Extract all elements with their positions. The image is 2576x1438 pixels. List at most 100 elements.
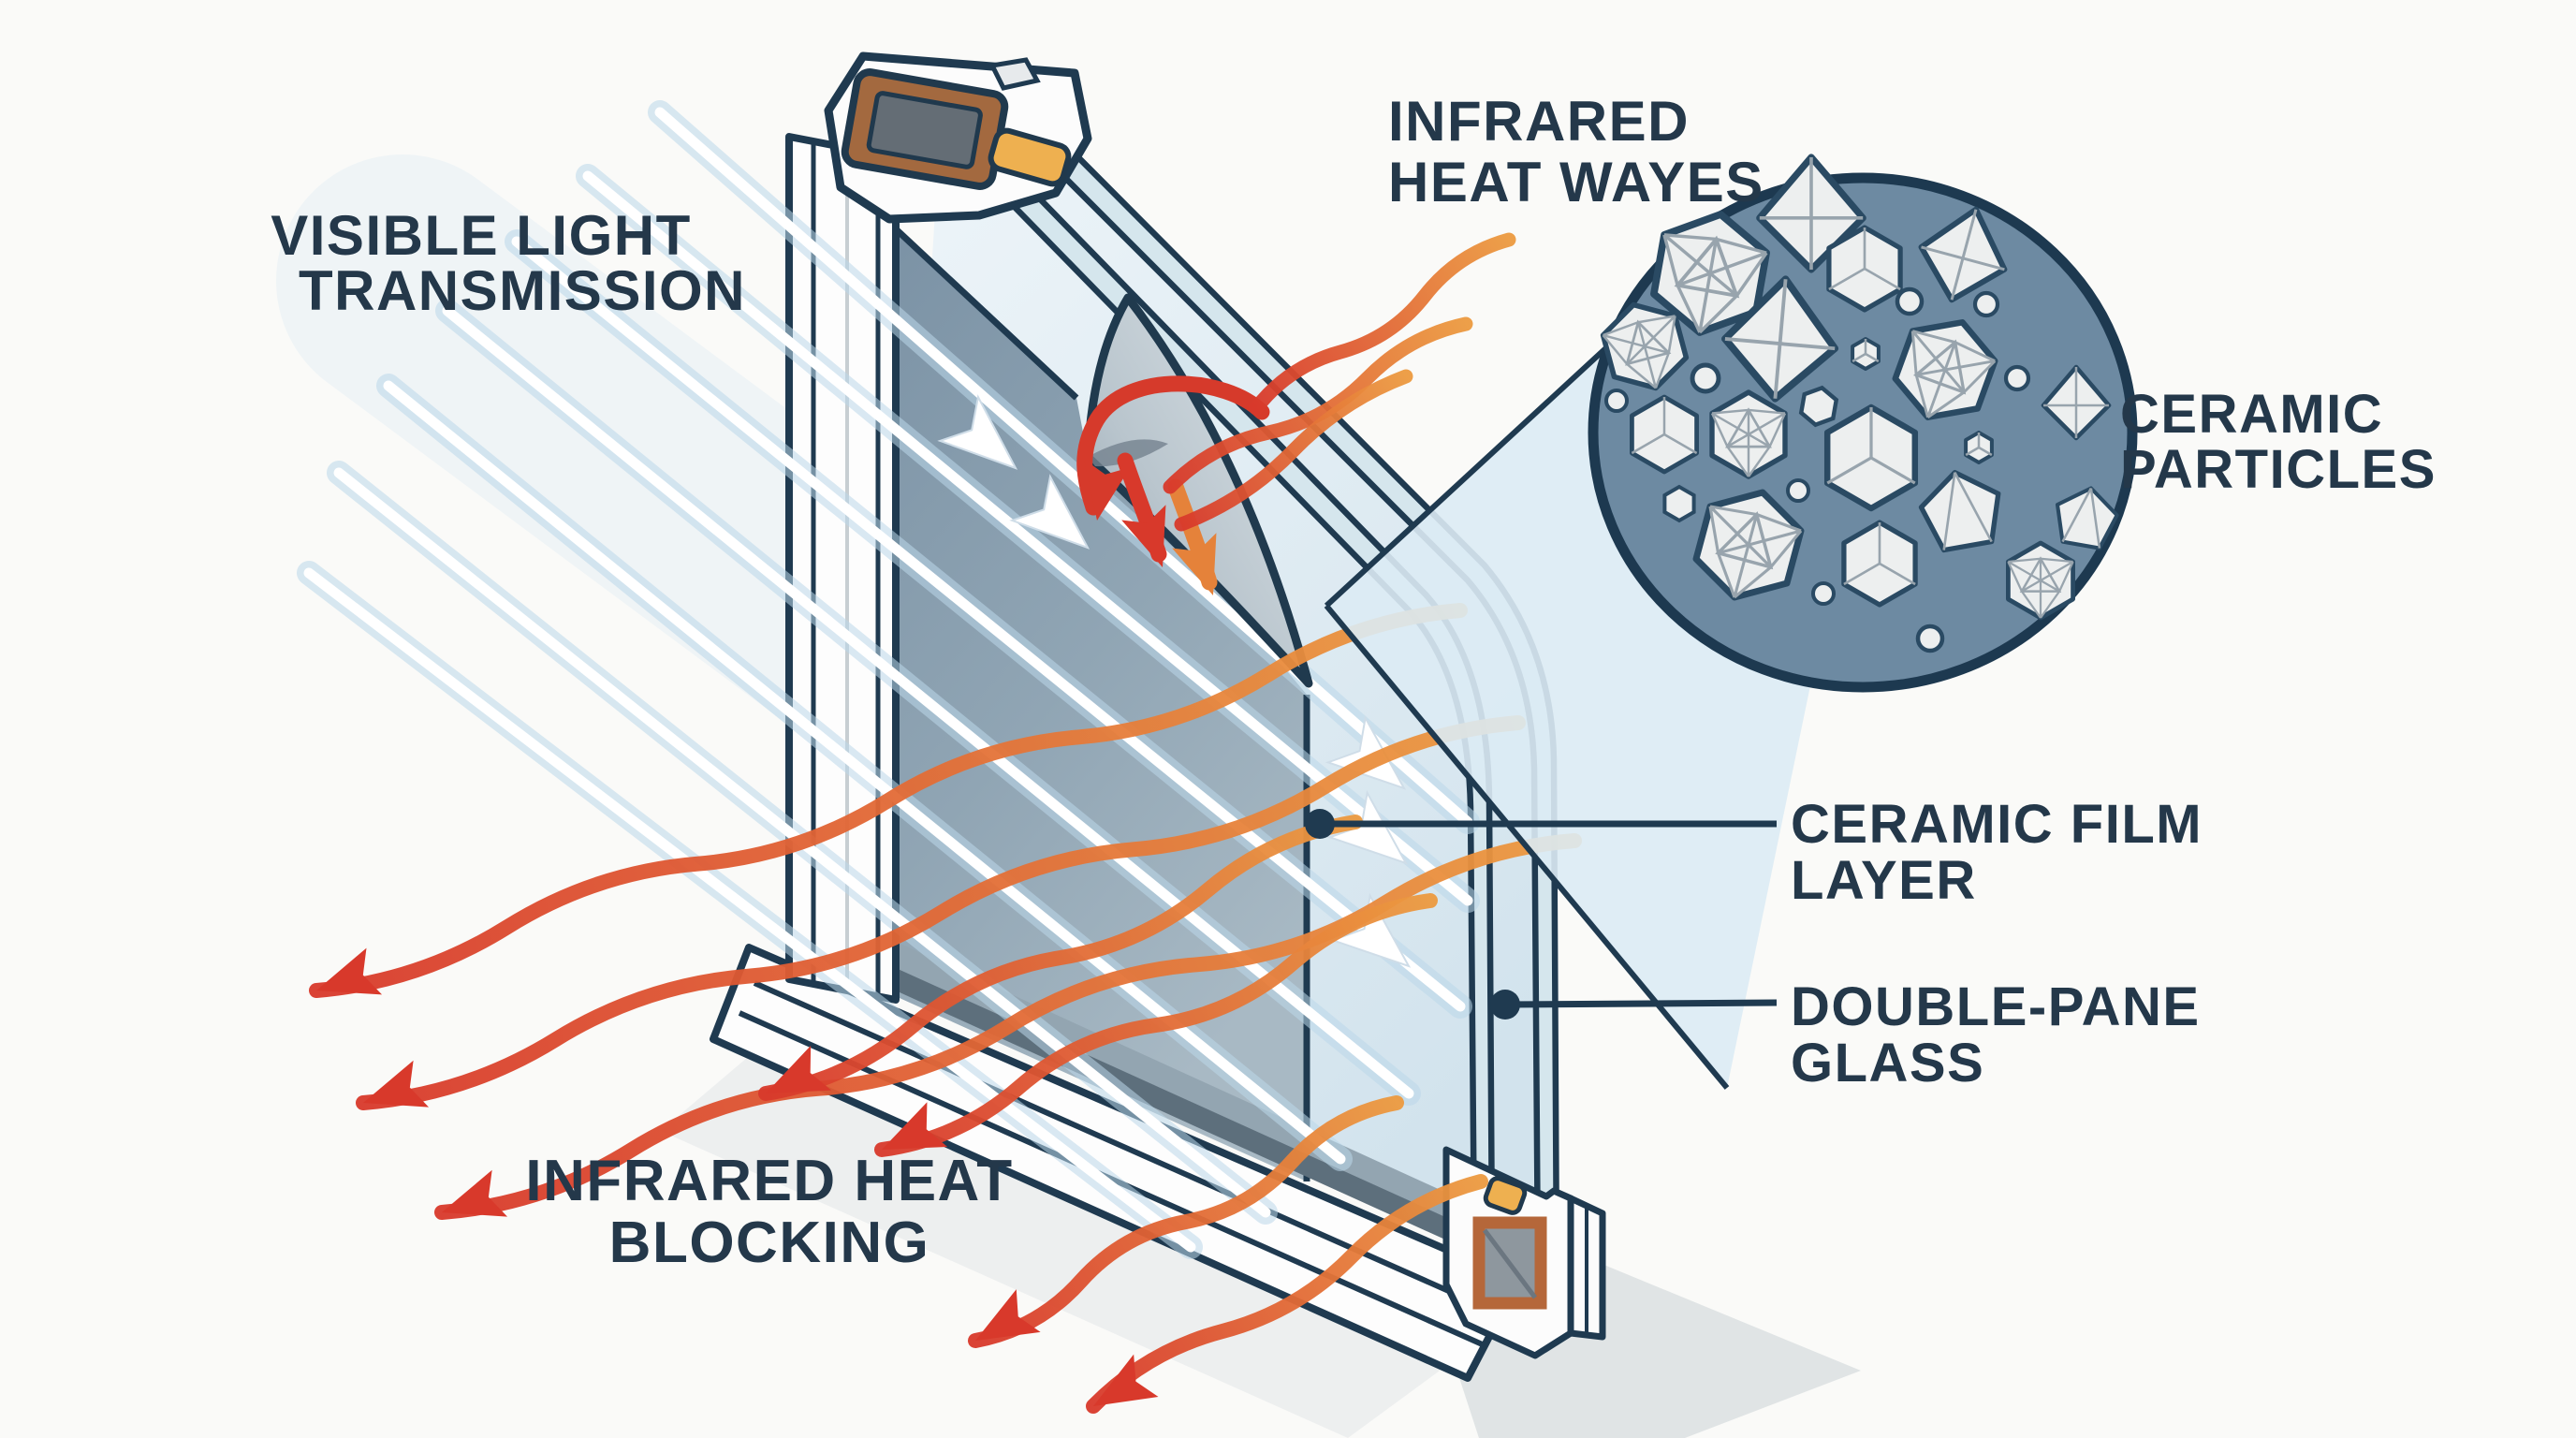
particle-sphere [2003, 364, 2031, 392]
cube-seam [1870, 456, 1916, 485]
header-clip [988, 57, 1041, 91]
particle-pentagon [1918, 470, 2001, 553]
label-infrared-blocking: INFRARED HEAT [525, 1149, 1013, 1213]
cube-seam [1843, 562, 1881, 586]
light-beam [303, 567, 1196, 1253]
peel-curl-shade [1088, 439, 1168, 467]
ceramic-particle [1709, 389, 1788, 479]
icosa-edge [2058, 561, 2074, 593]
incoming-heat-wave [1249, 232, 1516, 416]
blocked-heat-wave [758, 814, 1363, 1101]
icosa-edge [1926, 342, 1957, 418]
window-header-cross-section [824, 51, 1092, 224]
icosa-edge [1769, 529, 1803, 568]
icosa-edge [1711, 408, 1749, 415]
light-beam [511, 236, 1466, 1012]
icosa-edge [1676, 284, 1702, 333]
pent-edge [2089, 488, 2101, 549]
ceramic-particle [2055, 486, 2119, 550]
particle-hex [1662, 484, 1696, 523]
cube-seam [1879, 562, 1916, 586]
icosa-edge [1698, 294, 1738, 334]
ceramic-particle [1823, 404, 1919, 512]
cube-seam [1865, 352, 1880, 363]
callout-line-double-pane-glass [1504, 999, 1778, 1008]
icosa-edge [1711, 412, 1771, 448]
icosa-edge [1663, 233, 1717, 242]
icosa-edge [1748, 408, 1786, 415]
arrowhead [1093, 1354, 1159, 1406]
icosa-edge [1667, 315, 1676, 354]
ceramic-particle-field [1600, 154, 2119, 653]
icosa-edge [2040, 590, 2061, 619]
reflected-ir-arrows [1076, 375, 1270, 595]
arrowhead [1172, 533, 1217, 595]
icosa-edge [1698, 239, 1719, 333]
blocked-heat-wave [874, 893, 1438, 1157]
ceramic-particle [2006, 540, 2075, 621]
arrowhead [1084, 459, 1131, 521]
icosa-edge [1626, 362, 1657, 389]
ceramic-particle [1721, 275, 1839, 403]
ceramic-particle [1662, 484, 1696, 523]
label-infrared-blocking: BLOCKING [609, 1211, 930, 1275]
light-beam [582, 170, 1473, 906]
icosa-edge [2008, 557, 2042, 564]
ceramic-particle [1630, 394, 1699, 475]
magnifier-circle [1588, 154, 2138, 693]
ceramic-particle [1918, 470, 2001, 553]
blocked-heat-wave [309, 603, 1468, 998]
icosa-edge [1715, 237, 1767, 255]
icosa-edge [1735, 252, 1768, 297]
icosa-edge [1733, 565, 1772, 599]
ceramic-particle [2003, 364, 2031, 392]
wedge-line-bottom [1324, 604, 1730, 1090]
blocked-heat-wave [434, 833, 1582, 1220]
arrowhead [766, 1045, 832, 1093]
cube-seam [1826, 456, 1872, 485]
icosa-edge [1654, 352, 1670, 389]
label-ceramic-film: LAYER [1791, 850, 1977, 911]
octa-edge [1724, 337, 1836, 351]
arrowhead [1121, 505, 1166, 567]
pent-edge [2061, 487, 2093, 543]
callout-lines [1305, 809, 1778, 1020]
pent-edge [1942, 472, 1956, 550]
ceramic-particle [2041, 364, 2112, 441]
icosa-edge [1708, 505, 1772, 568]
icosa-edge [1926, 390, 1965, 418]
particle-sphere [1604, 389, 1629, 413]
incoming-heat-waves [1163, 232, 1516, 532]
cube-seam [1852, 352, 1866, 363]
icosa-edge [1637, 315, 1676, 324]
icosa-edge [1717, 552, 1736, 598]
ceramic-particle [1786, 478, 1810, 503]
icosa-edge [1748, 446, 1771, 477]
label-ceramic-film: CERAMIC FILM [1791, 794, 2203, 855]
particle-sphere [1786, 478, 1810, 503]
cube-seam [1864, 267, 1901, 291]
icosa-edge [1662, 234, 1679, 286]
cube-seam [1663, 433, 1698, 455]
chamber-diagonal [1483, 1228, 1537, 1299]
ceramic-particle [1604, 389, 1629, 413]
icosa-edge [1911, 330, 1966, 393]
callout-dot-double-pane-glass [1490, 990, 1520, 1020]
sill-groove [753, 980, 1503, 1317]
blocked-heat-wave [968, 1095, 1404, 1348]
icosa-edge [2007, 561, 2023, 593]
window-sill [710, 944, 1522, 1382]
cube-seam [1965, 446, 1980, 457]
sill-shadow [661, 1047, 1460, 1438]
particle-sphere [1811, 581, 1836, 606]
label-visible-light: VISIBLE LIGHT [271, 204, 692, 267]
frame-seal-amber [1483, 1176, 1528, 1215]
icosa-edge [1709, 505, 1757, 517]
incoming-heat-wave [1163, 316, 1473, 494]
arrowhead [442, 1169, 508, 1217]
octa-edge [1773, 279, 1788, 399]
icosa-edge [2021, 561, 2074, 593]
ceramic-particle [1798, 385, 1839, 428]
icosa-edge [1676, 251, 1767, 287]
icosa-edge [1718, 529, 1802, 555]
